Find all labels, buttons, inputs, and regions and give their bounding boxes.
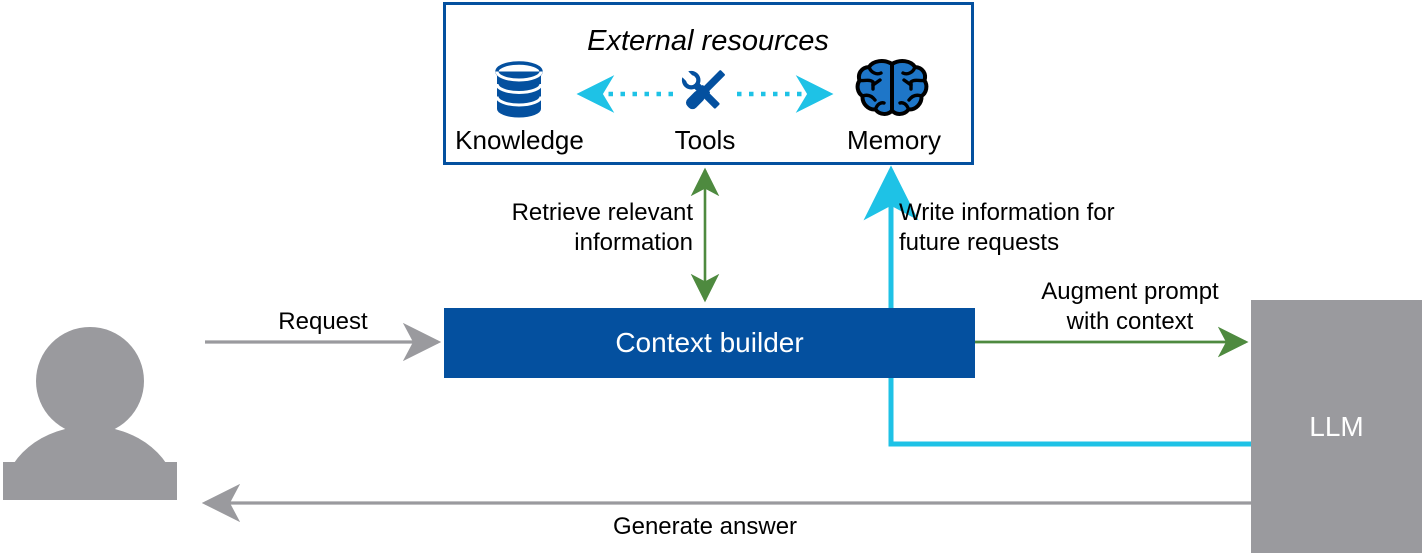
- write-label-line2: future requests: [899, 229, 1060, 256]
- write-arrow: [863, 165, 1251, 447]
- context-builder-label: Context builder: [615, 327, 804, 358]
- write-label-line1: Write information for: [899, 199, 1115, 226]
- augment-label-line2: with context: [1066, 308, 1194, 335]
- augment-label-line1: Augment prompt: [1041, 278, 1219, 305]
- tools-icon: [680, 69, 726, 110]
- llm-box[interactable]: [1251, 300, 1422, 553]
- retrieve-label-line1: Retrieve relevant: [511, 199, 693, 226]
- knowledge-label: Knowledge: [455, 125, 584, 155]
- tools-label: Tools: [674, 125, 736, 155]
- llm-label: LLM: [1309, 410, 1364, 442]
- database-icon: [495, 61, 543, 118]
- request-label: Request: [278, 308, 368, 335]
- generate-answer-label: Generate answer: [612, 513, 798, 540]
- memory-label: Memory: [847, 125, 941, 155]
- external-resources-title: External resources: [587, 25, 829, 57]
- user-avatar-icon: [3, 327, 177, 500]
- brain-icon: [855, 59, 929, 116]
- retrieve-label-line2: information: [574, 229, 693, 256]
- context-builder-box[interactable]: [444, 308, 975, 378]
